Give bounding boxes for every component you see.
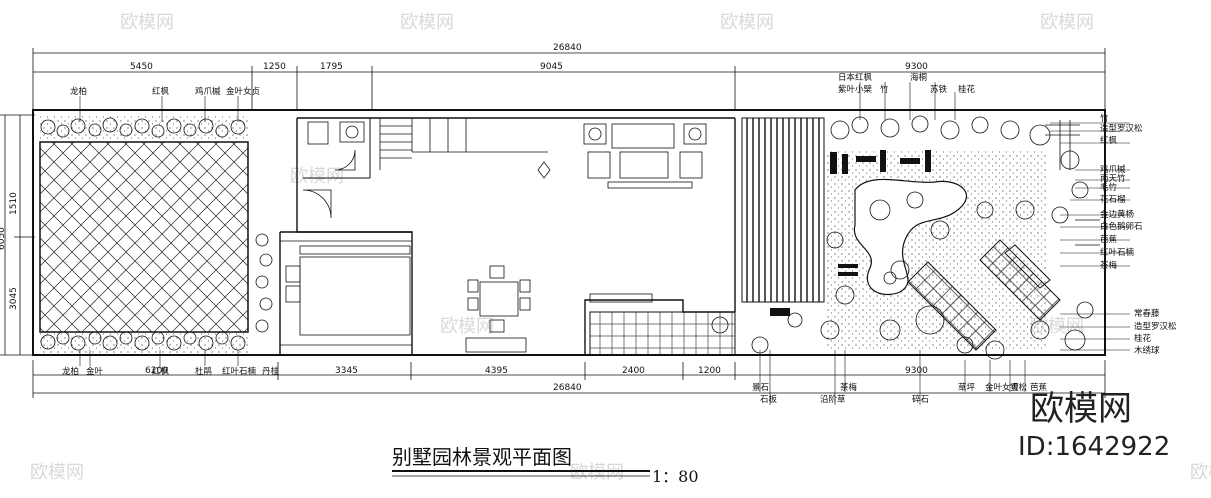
plant-label: 金边黄杨 bbox=[1100, 209, 1135, 220]
dim-bottom-segment: 4395 bbox=[485, 366, 508, 376]
plant-label: 桂花 bbox=[1134, 333, 1152, 344]
plant-label: 丹桂 bbox=[262, 366, 280, 377]
dim-top-segment: 9045 bbox=[540, 62, 563, 72]
watermark-logo: 欧模网 bbox=[290, 166, 344, 187]
watermark-logo: 欧模网 bbox=[400, 12, 454, 33]
plant-label: 杜鹃 bbox=[195, 366, 212, 377]
wooden-deck bbox=[741, 117, 825, 303]
dim-top-segment: 9300 bbox=[905, 62, 928, 72]
dim-top-segment: 5450 bbox=[130, 62, 153, 72]
plant-label: 碎石 bbox=[912, 394, 929, 405]
plant-label: 海桐 bbox=[910, 72, 927, 83]
plant-label: 龙柏 bbox=[70, 86, 87, 97]
plant-label: 竹 bbox=[880, 84, 889, 95]
plant-label: 白色鹅卵石 bbox=[1100, 221, 1143, 232]
plant-label: 红枫 bbox=[152, 366, 170, 377]
plant-label: 红枫 bbox=[1100, 135, 1118, 146]
plant-label: 木绣球 bbox=[1134, 345, 1160, 356]
plant-label: 南天竹 bbox=[1100, 173, 1126, 184]
plant-label: 茶梅 bbox=[1100, 260, 1118, 271]
dim-bottom-segment: 2400 bbox=[622, 366, 645, 376]
plant-label: 芭蕉 bbox=[1030, 382, 1048, 393]
watermark-logo: 欧模网 bbox=[120, 12, 174, 33]
dim-bottom-total: 26840 bbox=[553, 383, 582, 393]
plant-label: 紫叶小檗 bbox=[838, 84, 873, 95]
plant-label: 桂花 bbox=[958, 84, 976, 95]
plant-label: 草坪 bbox=[958, 382, 976, 393]
plant-label: 竹 bbox=[1100, 113, 1109, 124]
plant-label: 龙柏 bbox=[62, 366, 79, 377]
dim-bottom-segment: 9300 bbox=[905, 366, 928, 376]
dim-top-total: 26840 bbox=[553, 43, 582, 53]
watermark-logo: 欧模网 bbox=[1190, 462, 1211, 483]
plant-label: 苏铁 bbox=[930, 84, 948, 95]
watermark-logo: 欧模网 bbox=[720, 12, 774, 33]
plant-label: 景石 bbox=[752, 383, 769, 393]
plant-label: 造型罗汉松 bbox=[1100, 123, 1143, 134]
dim-bottom-segment: 1200 bbox=[698, 366, 721, 376]
plant-label: 红叶石楠 bbox=[1100, 247, 1135, 258]
lawn-area bbox=[39, 141, 249, 333]
watermark-logo: 欧模网 bbox=[440, 316, 494, 337]
plant-label: 茶梅 bbox=[840, 382, 858, 393]
right-garden bbox=[711, 115, 1100, 360]
plant-label: 毛竹 bbox=[1100, 182, 1118, 193]
dim-top-segment: 1250 bbox=[263, 62, 286, 72]
dim-bottom-segment: 6200 bbox=[145, 366, 168, 376]
watermark-logo: 欧模网 bbox=[30, 462, 84, 483]
plant-label: 金叶女贞 bbox=[226, 86, 260, 97]
plant-label: 金叶女贞 bbox=[985, 382, 1019, 393]
tiled-terrace bbox=[589, 311, 736, 356]
plant-label: 红叶石楠 bbox=[222, 366, 257, 377]
dimension-lines bbox=[0, 48, 1106, 398]
plant-label: 日本红枫 bbox=[838, 72, 873, 83]
plant-label: 鸡爪槭 bbox=[195, 86, 221, 97]
dim-left-total: 6050 bbox=[0, 227, 7, 250]
dim-top-segment: 1795 bbox=[320, 62, 343, 72]
brand-id: ID:1642922 bbox=[1018, 432, 1170, 462]
plant-label: 花石榴 bbox=[1100, 194, 1126, 205]
dim-left-segment: 1510 bbox=[9, 192, 19, 215]
plant-label: 沿阶草 bbox=[820, 394, 846, 405]
drawing-scale: 1：80 bbox=[652, 467, 699, 486]
plant-label: 造型罗汉松 bbox=[1134, 321, 1177, 332]
watermark-logo: 欧模网 bbox=[570, 462, 624, 483]
plant-label: 红枫 bbox=[152, 86, 170, 97]
plant-label: 雪松 bbox=[1010, 382, 1028, 393]
dim-left-segment: 3045 bbox=[9, 287, 19, 310]
watermark-logo: 欧模网 bbox=[1040, 12, 1094, 33]
drawing-title: 别墅园林景观平面图 bbox=[392, 445, 572, 469]
plant-label: 金叶 bbox=[86, 366, 104, 377]
label-leaders bbox=[79, 82, 1130, 405]
plant-label: 芭蕉 bbox=[1100, 234, 1118, 245]
plant-label: 石板 bbox=[760, 394, 778, 405]
dim-bottom-segment: 3345 bbox=[335, 366, 358, 376]
brand-name: 欧模网 bbox=[1030, 389, 1132, 429]
plant-label: 鸡爪槭 bbox=[1100, 164, 1126, 175]
plant-label: 常春藤 bbox=[1134, 308, 1160, 319]
